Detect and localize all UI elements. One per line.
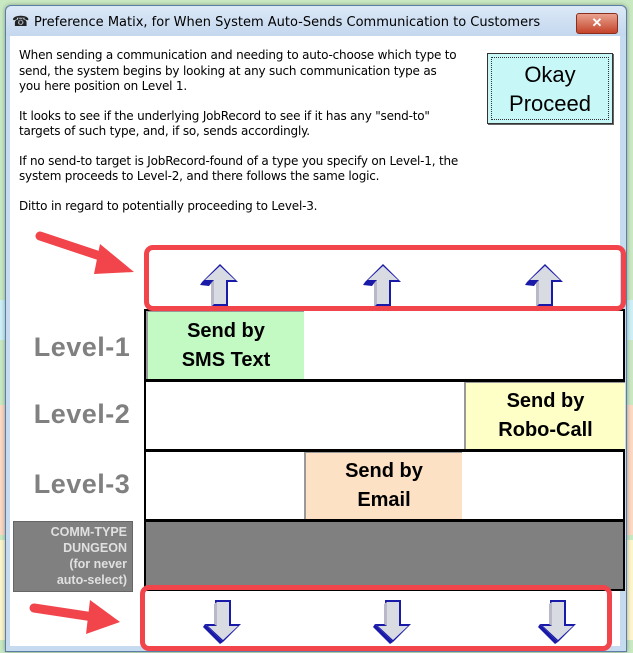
demote-column-3-button[interactable] xyxy=(538,598,578,644)
level-3-label: Level-3 xyxy=(33,469,131,499)
instructions-paragraph: If no send-to target is JobRecord-found … xyxy=(19,153,459,184)
down-arrow-icon xyxy=(203,600,241,644)
up-arrow-icon xyxy=(363,264,401,307)
instructions-paragraph: When sending a communication and needing… xyxy=(19,48,457,93)
promote-column-1-button[interactable] xyxy=(200,262,240,308)
telephone-icon: ☎ xyxy=(12,13,30,29)
okay-proceed-button[interactable]: Okay Proceed xyxy=(487,53,613,124)
dungeon-label: COMM-TYPE DUNGEON (for never auto-select… xyxy=(13,521,133,592)
instructions-paragraph: It looks to see if the underlying JobRec… xyxy=(19,108,430,139)
instructions-text: When sending a communication and needing… xyxy=(19,48,459,228)
close-button[interactable]: ✕ xyxy=(576,13,618,34)
level-2-label: Level-2 xyxy=(33,399,131,429)
down-arrow-icon xyxy=(538,600,576,644)
promote-arrow-row xyxy=(148,258,614,308)
demote-column-2-button[interactable] xyxy=(373,598,413,644)
okay-proceed-label-line1: Okay xyxy=(524,61,576,87)
demote-column-1-button[interactable] xyxy=(203,598,243,644)
window-title: Preference Matix, for When System Auto-S… xyxy=(34,15,541,30)
preference-matrix-dialog: ☎ Preference Matix, for When System Auto… xyxy=(5,5,627,652)
down-arrow-icon xyxy=(373,600,411,644)
okay-proceed-label-line2: Proceed xyxy=(509,90,591,116)
demote-arrow-row xyxy=(148,594,614,644)
dialog-body: When sending a communication and needing… xyxy=(10,36,625,646)
instructions-paragraph: Ditto in regard to potentially proceedin… xyxy=(19,198,318,213)
promote-column-3-button[interactable] xyxy=(525,262,565,308)
up-arrow-icon xyxy=(525,264,563,307)
close-icon: ✕ xyxy=(591,15,603,30)
promote-column-2-button[interactable] xyxy=(363,262,403,308)
level-1-label: Level-1 xyxy=(33,332,131,362)
title-bar: ☎ Preference Matix, for When System Auto… xyxy=(6,6,626,36)
dungeon-row xyxy=(144,520,625,591)
up-arrow-icon xyxy=(200,264,238,307)
